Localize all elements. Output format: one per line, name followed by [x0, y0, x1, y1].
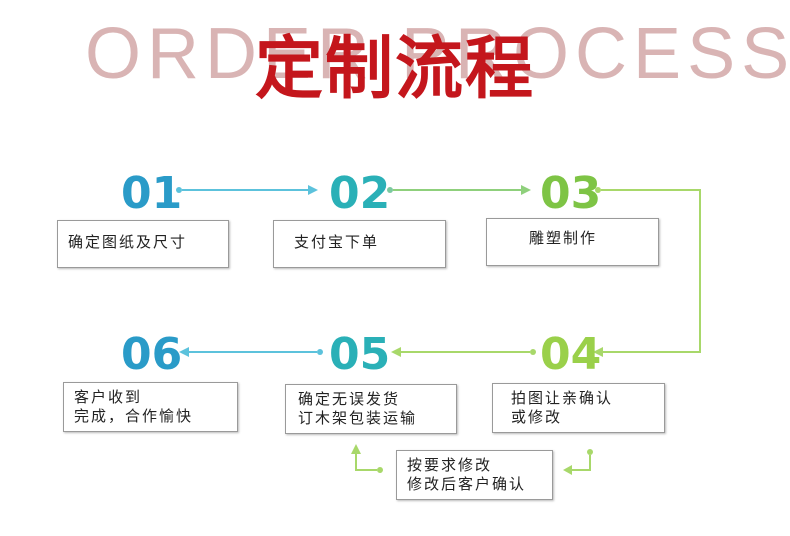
arrow-02-03 — [387, 185, 531, 195]
step-number-06: 06 — [121, 329, 183, 380]
step-box-06: 客户收到 完成，合作愉快 — [63, 382, 238, 432]
step-number-03: 03 — [540, 168, 602, 219]
arrow-04-revision — [563, 449, 593, 475]
step-number-04: 04 — [540, 329, 602, 380]
revision-box: 按要求修改 修改后客户确认 — [396, 450, 553, 500]
step-box-05: 确定无误发货 订木架包装运输 — [285, 384, 457, 434]
step-03-line-1: 雕塑制作 — [529, 229, 598, 247]
step-number-05: 05 — [329, 329, 391, 380]
step-06-line-2: 完成，合作愉快 — [74, 407, 194, 425]
arrow-05-06 — [179, 347, 323, 357]
step-04-line-2: 或修改 — [511, 408, 563, 426]
step-box-02: 支付宝下单 — [273, 220, 446, 268]
arrow-03-04 — [593, 187, 701, 357]
arrow-01-02 — [176, 185, 318, 195]
page-title: 定制流程 — [255, 30, 536, 109]
revision-line-1: 按要求修改 — [407, 456, 493, 474]
background-title: ORDER PROCESS — [85, 14, 790, 94]
step-01-line-1: 确定图纸及尺寸 — [68, 233, 188, 251]
arrow-04-05 — [391, 347, 536, 357]
step-number-02: 02 — [329, 168, 391, 219]
step-04-line-1: 拍图让亲确认 — [511, 389, 614, 407]
step-box-03: 雕塑制作 — [486, 218, 659, 266]
step-06-line-1: 客户收到 — [74, 388, 143, 406]
step-box-04: 拍图让亲确认 或修改 — [492, 383, 665, 433]
step-number-01: 01 — [121, 168, 183, 219]
step-05-line-2: 订木架包装运输 — [298, 409, 418, 427]
step-box-01: 确定图纸及尺寸 — [57, 220, 229, 268]
revision-line-2: 修改后客户确认 — [407, 475, 527, 493]
step-05-line-1: 确定无误发货 — [298, 390, 401, 408]
step-02-line-1: 支付宝下单 — [294, 233, 380, 251]
arrow-revision-05 — [351, 444, 383, 473]
